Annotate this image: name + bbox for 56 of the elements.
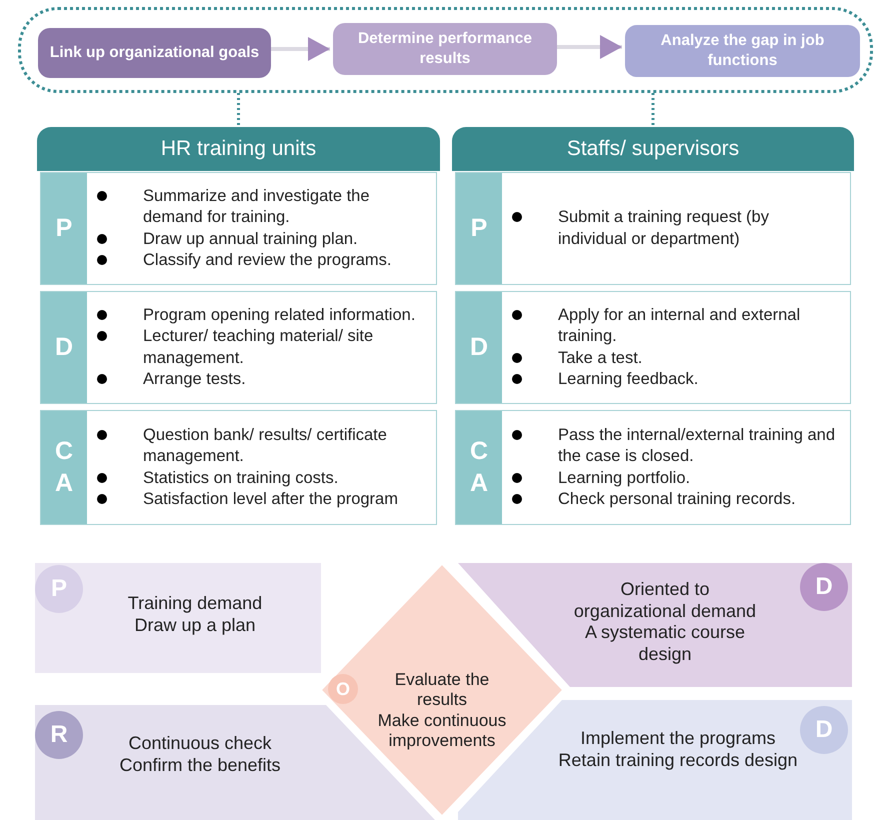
center-text: Evaluate the results (394, 670, 490, 711)
phase-row (40, 172, 437, 285)
column-header: Staffs/ supervisors (452, 127, 854, 171)
quadrant-text: Draw up a plan (133, 614, 257, 636)
bullet-item: Submit a training request (by individual or department) (510, 207, 842, 250)
letter-circle: D (800, 706, 848, 754)
dotted-frame (18, 7, 873, 93)
phase-letter: D (54, 332, 74, 363)
connector-line (652, 93, 654, 127)
quadrant-text: Implement the programs (579, 728, 777, 750)
bullet-item: Classify and review the programs. (95, 250, 428, 272)
quadrant-text: Confirm the benefits (118, 754, 282, 776)
arrow (554, 35, 622, 59)
phase-row (455, 410, 851, 525)
phase-row (455, 172, 851, 285)
bullet-item: Lecturer/ teaching material/ site management. (95, 326, 428, 369)
phase-letter: C (470, 436, 488, 468)
process-box: Analyze the gap in job functions (625, 25, 860, 77)
letter-circle: R (35, 711, 83, 759)
quadrant-text: Training demand (126, 593, 264, 615)
bullet-item: Satisfaction level after the program (95, 488, 428, 510)
bullet-item: Learning feedback. (510, 368, 842, 390)
bullet-item: Summarize and investigate the demand for training. (95, 186, 428, 228)
center-text: Make continuous improvements (376, 710, 508, 752)
phase-letter: D (470, 332, 488, 363)
phase-letter: C (54, 436, 74, 468)
phase-letter: A (54, 468, 74, 498)
bullet-item: Statistics on training costs. (95, 468, 428, 489)
quadrant-text: Retain training records design (558, 750, 798, 772)
phase-row (40, 410, 437, 525)
phase-row (40, 291, 437, 404)
process-box: Determine performance results (333, 23, 557, 75)
arrow (268, 37, 330, 61)
column-header: HR training units (37, 127, 440, 171)
bullet-item: Apply for an internal and external training. (510, 304, 842, 348)
quadrant-text: Oriented to organizational demand (572, 579, 758, 622)
phase-letter: A (470, 468, 488, 498)
quadrant-text: A systematic course design (584, 622, 746, 666)
bullet-item: Draw up annual training plan. (95, 228, 428, 250)
bullet-item: Check personal training records. (510, 488, 842, 510)
letter-circle: D (800, 563, 848, 611)
column-panel (452, 127, 854, 528)
connector-line (237, 93, 240, 127)
bullet-item: Program opening related information. (95, 304, 428, 326)
bullet-item: Question bank/ results/ certificate management. (95, 424, 428, 468)
quadrant-panel (35, 563, 321, 673)
bullet-item: Take a test. (510, 348, 842, 369)
phase-letter: P (56, 212, 72, 244)
quadrant-text: Continuous check (127, 733, 273, 755)
bullet-item: Learning portfolio. (510, 468, 842, 489)
phase-letter: P (470, 212, 488, 244)
bullet-item: Arrange tests. (95, 368, 428, 390)
bullet-item: Pass the internal/external training and the case is closed. (510, 424, 842, 468)
column-panel (37, 127, 440, 528)
phase-row (455, 291, 851, 404)
process-box: Link up organizational goals (38, 28, 271, 78)
